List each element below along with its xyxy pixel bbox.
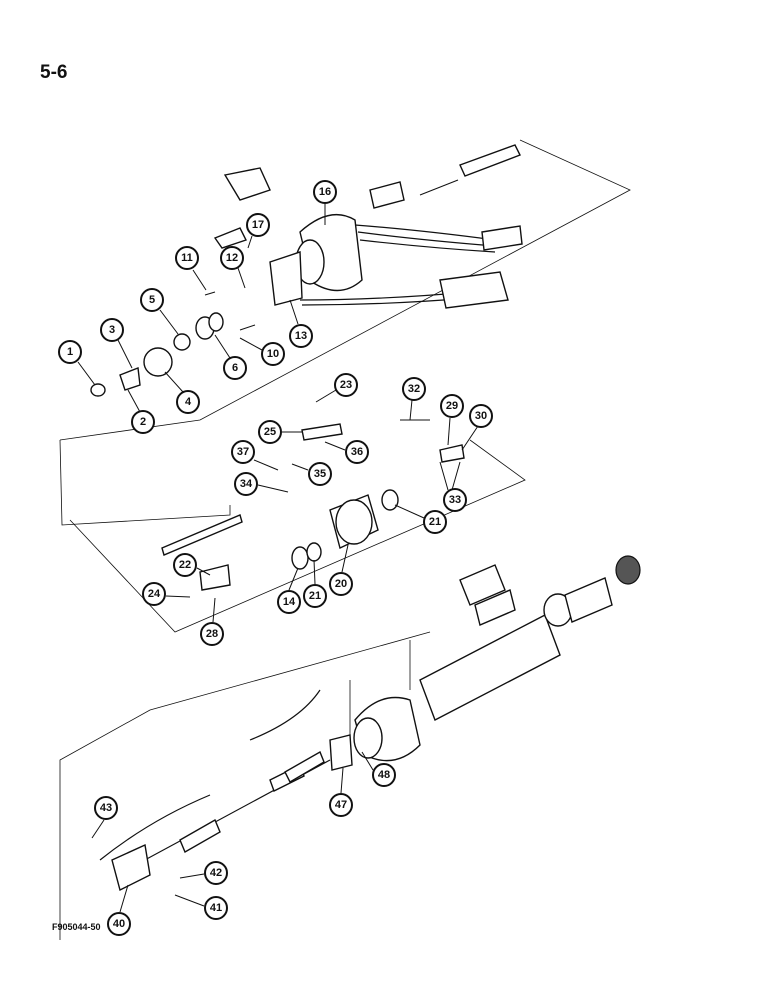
svg-text:21: 21: [309, 590, 321, 602]
callout-42: 42: [179, 861, 228, 885]
svg-text:17: 17: [252, 219, 264, 231]
svg-text:14: 14: [283, 596, 296, 608]
svg-text:40: 40: [113, 918, 125, 930]
callout-6: 6: [214, 334, 247, 380]
svg-text:11: 11: [181, 252, 193, 264]
callout-12: 12: [220, 246, 246, 289]
svg-text:22: 22: [179, 559, 191, 571]
svg-text:12: 12: [226, 252, 238, 264]
callout-11: 11: [175, 246, 207, 291]
callout-34: 34: [234, 472, 289, 496]
svg-text:21: 21: [429, 516, 441, 528]
svg-text:29: 29: [446, 400, 458, 412]
callout-17: 17: [246, 213, 270, 249]
svg-text:48: 48: [378, 769, 390, 781]
svg-text:6: 6: [232, 362, 238, 374]
callout-37: 37: [231, 440, 279, 471]
column-jacket: [353, 555, 641, 762]
page-number: 5-6: [40, 62, 68, 83]
callout-48: 48: [361, 751, 396, 787]
callout-2: 2: [127, 389, 155, 434]
callout-3: 3: [100, 318, 133, 369]
callout-21b: 21: [303, 559, 327, 608]
callout-22: 22: [173, 553, 211, 577]
upper-small-parts: [90, 291, 256, 397]
callout-28: 28: [200, 597, 224, 646]
svg-text:23: 23: [340, 379, 352, 391]
svg-text:32: 32: [408, 383, 420, 395]
svg-text:28: 28: [206, 628, 218, 640]
callout-30: 30: [461, 404, 493, 451]
callout-29: 29: [440, 394, 464, 446]
svg-text:36: 36: [351, 446, 363, 458]
lock-housing-assembly: [161, 419, 465, 591]
callout-33: 33: [439, 461, 467, 512]
callout-20: 20: [329, 544, 353, 596]
callout-35: 35: [291, 462, 332, 486]
callout-21a: 21: [394, 504, 447, 534]
svg-text:13: 13: [295, 330, 307, 342]
callout-16: 16: [313, 180, 337, 225]
section-boundaries: [59, 139, 631, 940]
svg-text:4: 4: [185, 396, 192, 408]
callout-43: 43: [91, 796, 118, 839]
figure-code: F905044-50: [52, 922, 101, 932]
callout-10: 10: [239, 337, 285, 366]
callout-13: 13: [289, 299, 313, 348]
svg-text:3: 3: [109, 324, 115, 336]
callout-5: 5: [140, 288, 179, 335]
callout-47: 47: [329, 767, 353, 817]
svg-text:2: 2: [140, 416, 146, 428]
svg-text:37: 37: [237, 446, 249, 458]
callout-32: 32: [402, 377, 426, 421]
callout-40: 40: [107, 884, 131, 936]
callout-41: 41: [174, 894, 228, 920]
svg-text:47: 47: [335, 799, 347, 811]
svg-text:5: 5: [149, 294, 155, 306]
svg-text:24: 24: [148, 588, 161, 600]
callout-1: 1: [58, 340, 96, 386]
switch-housing-assembly: [213, 144, 523, 309]
svg-text:35: 35: [314, 468, 326, 480]
callout-group: 1 2 3 4 5 6 10 11 12 13 16 17 20 21 21 2…: [58, 180, 493, 936]
svg-text:30: 30: [475, 410, 487, 422]
lower-steering-shaft: [99, 689, 353, 892]
callout-4: 4: [164, 371, 200, 414]
callout-36: 36: [324, 440, 369, 464]
svg-text:16: 16: [319, 186, 331, 198]
svg-text:41: 41: [210, 902, 222, 914]
callout-24: 24: [142, 582, 191, 606]
svg-text:43: 43: [100, 802, 112, 814]
svg-text:10: 10: [267, 348, 279, 360]
svg-text:34: 34: [240, 478, 253, 490]
svg-text:25: 25: [264, 426, 276, 438]
svg-text:20: 20: [335, 578, 347, 590]
callout-25: 25: [258, 420, 302, 444]
svg-text:42: 42: [210, 867, 222, 879]
callout-14: 14: [277, 567, 301, 614]
callout-23: 23: [315, 373, 358, 403]
svg-text:33: 33: [449, 494, 461, 506]
svg-text:1: 1: [67, 346, 73, 358]
